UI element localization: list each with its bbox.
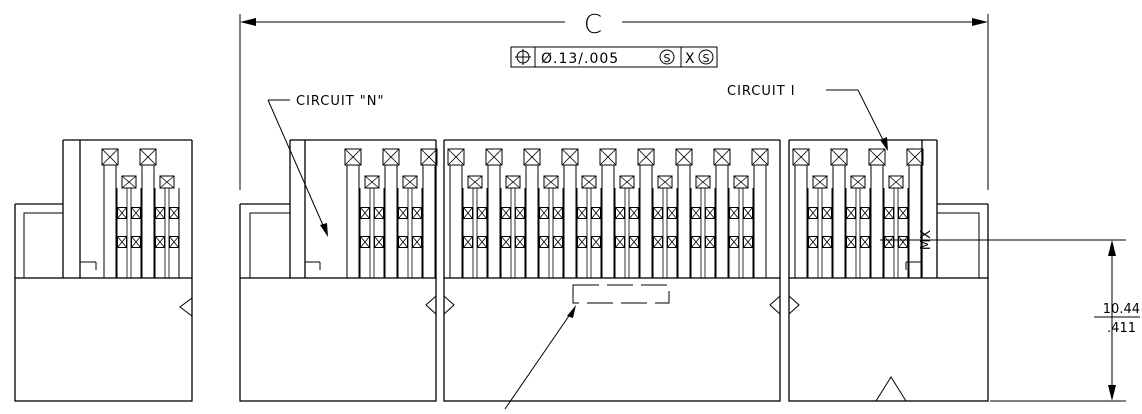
dimension-c: C — [239, 10, 989, 190]
position-icon — [515, 49, 531, 65]
side-view — [14, 139, 193, 402]
callout-marking — [504, 284, 670, 410]
svg-text:S: S — [703, 52, 710, 65]
tolerance-value: Ø.13/.005 — [541, 51, 619, 67]
side-view-pins — [101, 148, 180, 278]
dimension-c-label: C — [584, 10, 602, 40]
circuit-1-label: CIRCUIT I — [727, 84, 796, 99]
datum-modifier-s-icon: S — [698, 49, 714, 65]
tolerance-frame: Ø.13/.005 S X S — [510, 46, 718, 68]
svg-text:S: S — [664, 52, 671, 65]
datum-label: X — [685, 51, 695, 67]
height-in-label: .411 — [1107, 321, 1136, 336]
front-view: MX — [239, 139, 989, 402]
callout-circuit-1: CIRCUIT I — [727, 84, 888, 151]
callout-circuit-n: CIRCUIT "N" — [267, 94, 384, 237]
dimension-height: 10.44 .411 — [880, 239, 1140, 402]
front-view-pins — [344, 148, 924, 278]
height-mm-label: 10.44 — [1103, 302, 1140, 317]
modifier-s-icon: S — [659, 49, 675, 65]
circuit-n-label: CIRCUIT "N" — [296, 94, 384, 109]
